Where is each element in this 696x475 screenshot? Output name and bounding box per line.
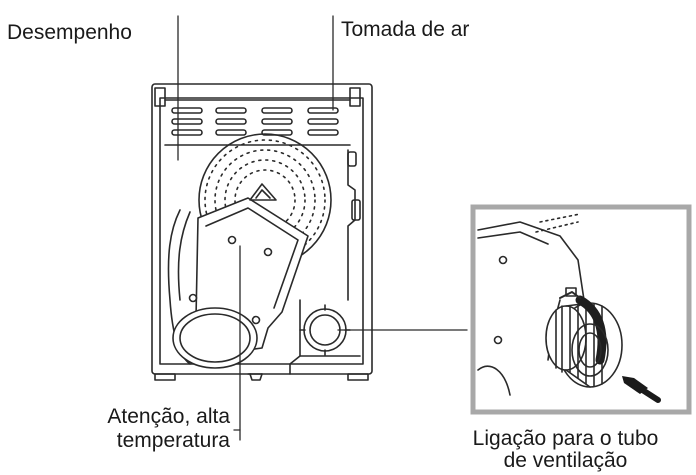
air-intake-louvers xyxy=(171,107,339,136)
label-ligacao-line2: de ventilação xyxy=(503,449,628,472)
label-atencao-alta-temperatura: Atenção, alta temperatura xyxy=(107,405,230,453)
vent-hose xyxy=(545,295,623,388)
vent-closeup-inset xyxy=(470,204,692,415)
top-right-hinge xyxy=(349,87,361,107)
label-ligacao-tubo-ventilacao: Ligação para o tubo de ventilação xyxy=(443,428,688,472)
label-desempenho: Desempenho xyxy=(7,21,132,44)
lower-drum-opening xyxy=(172,307,258,369)
top-left-hinge xyxy=(154,87,166,107)
label-tomada-de-ar: Tomada de ar xyxy=(341,18,470,41)
label-ligacao-line1: Ligação para o tubo xyxy=(472,427,659,450)
label-atencao-line2: temperatura xyxy=(116,429,230,452)
dryer-inner-panel xyxy=(159,97,364,365)
label-atencao-line1: Atenção, alta xyxy=(107,405,230,428)
